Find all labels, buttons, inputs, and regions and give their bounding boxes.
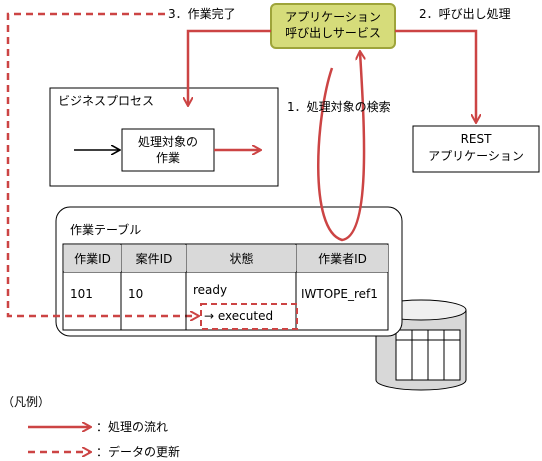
table-header-status: 状態 <box>187 245 296 272</box>
rest-app-label-line2: アプリケーション <box>428 149 524 163</box>
table-header-case-id: 案件ID <box>122 245 186 272</box>
step2-label: 2．呼び出し処理 <box>419 7 511 21</box>
table-header-worker-id: 作業者ID <box>297 245 388 272</box>
table-cell-status-after: → executed <box>204 309 274 323</box>
app-service-label-line2: 呼び出しサービス <box>285 26 381 40</box>
table-cell-case-id: 10 <box>128 287 144 301</box>
table-cell-work-id: 101 <box>70 287 93 301</box>
flow-service-to-rest <box>395 29 476 122</box>
flow-service-to-process <box>188 29 271 105</box>
legend-data-update-label: ：データの更新 <box>96 445 181 459</box>
task-box <box>121 128 215 172</box>
rest-app-box <box>412 125 540 173</box>
step3-label: 3．作業完了 <box>168 7 236 21</box>
table-cell-worker-id: IWTOPE_ref1 <box>301 287 378 301</box>
app-service-label-line1: アプリケーション <box>285 10 381 24</box>
task-label-line1: 処理対象の <box>137 135 198 149</box>
task-label-line2: 作業 <box>155 151 180 165</box>
work-table-title: 作業テーブル <box>70 223 142 237</box>
flow-search-loop <box>317 52 364 242</box>
business-process-title: ビジネスプロセス <box>58 94 155 108</box>
app-service-box <box>270 3 396 49</box>
table-header-work-id: 作業ID <box>64 245 121 272</box>
rest-app-label-line1: REST <box>460 132 492 146</box>
flow-completion-dashed <box>6 12 198 316</box>
step1-label: 1．処理対象の検索 <box>287 100 391 114</box>
legend-process-flow-label: ：処理の流れ <box>96 420 169 434</box>
table-cell-status-before: ready <box>193 283 228 297</box>
legend-title: （凡例） <box>2 395 51 409</box>
